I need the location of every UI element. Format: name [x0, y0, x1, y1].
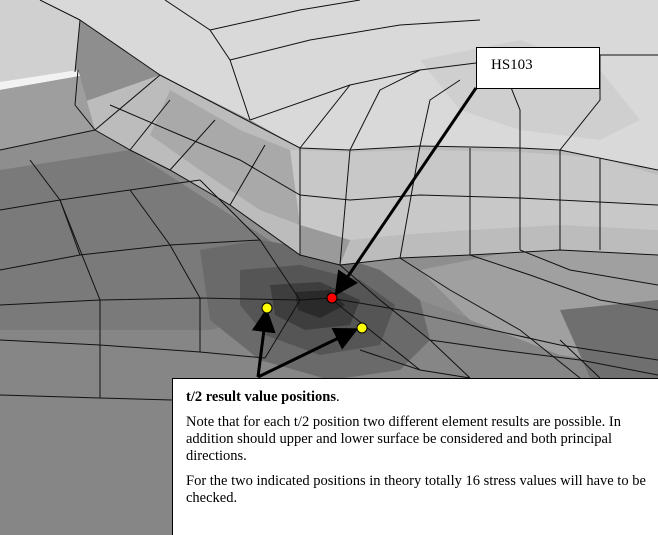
t2-arrow-left [251, 308, 276, 378]
hotspot-arrow [334, 87, 478, 296]
hotspot-point [326, 292, 338, 304]
mesh-lines-plate [0, 129, 658, 401]
note-title-line: t/2 result value positions. [186, 389, 648, 406]
t2-point-right [356, 322, 368, 334]
mesh-lines-stiffener [39, 0, 658, 266]
flange-left-dark [0, 76, 95, 150]
stiffener-side-light [290, 150, 658, 240]
flange-left [0, 0, 80, 88]
note-paragraph-2: For the two indicated positions in theor… [186, 473, 646, 506]
stiffener-shadow [300, 225, 350, 265]
note-title-suffix: . [335, 389, 340, 405]
note-box: t/2 result value positions. Note that fo… [172, 378, 658, 535]
t2-arrow-right [257, 328, 359, 379]
t2-point-left [261, 302, 273, 314]
hotspot-label: HS103 [491, 57, 533, 73]
flange-left-edge [0, 70, 80, 90]
stiffener-side-dark [150, 90, 300, 225]
hotspot-label-box: HS103 [476, 47, 600, 89]
note-title: t/2 result value positions [186, 389, 336, 405]
note-paragraph-1: Note that for each t/2 position two diff… [186, 414, 622, 464]
